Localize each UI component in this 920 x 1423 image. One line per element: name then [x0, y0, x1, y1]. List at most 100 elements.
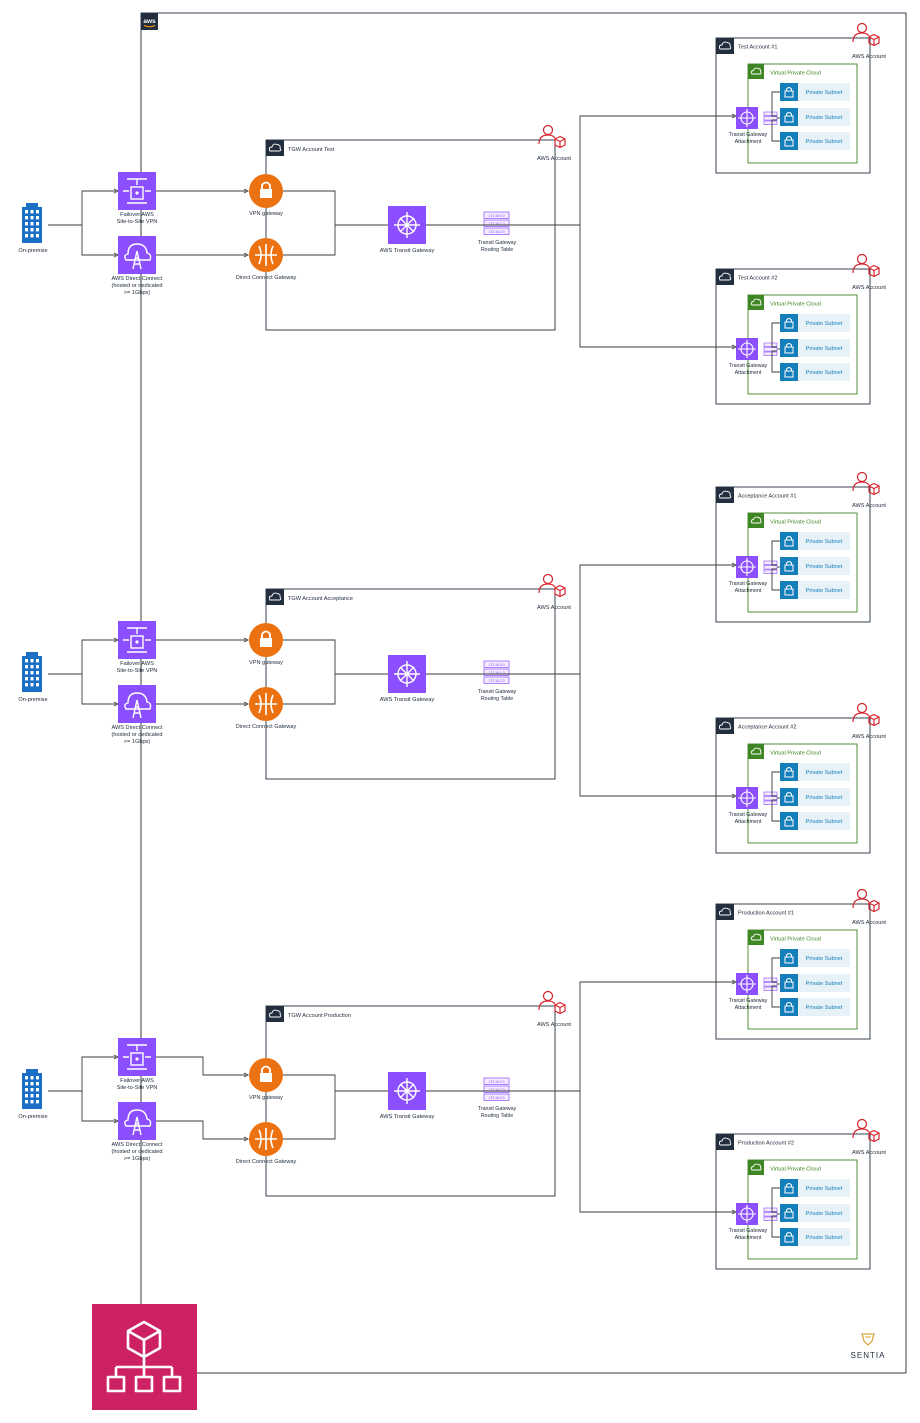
route-entry-label: 172.16.1.0: [488, 1088, 504, 1092]
attachment-route-row: [763, 791, 778, 796]
subnet-label: Private Subnet: [806, 981, 843, 987]
subnet-lock-shackle: [786, 1232, 792, 1236]
building-window: [25, 683, 28, 687]
arrow-head: [243, 701, 250, 707]
subnet-lock-body: [784, 539, 794, 547]
account-cloud-icon: [716, 1134, 734, 1150]
attachment-icon-spokes: [738, 975, 756, 993]
attachment-route-row: [763, 1216, 778, 1221]
aws-account-icon: [852, 702, 880, 727]
vpn-icon-lines: [127, 1044, 147, 1070]
dc-icon-cloud: [124, 243, 152, 261]
lock-body: [260, 1073, 272, 1082]
dc-gateway-arcs: [258, 245, 274, 265]
dc-icon-tower: [132, 1116, 142, 1136]
subnet-lock-tab: [780, 132, 798, 150]
transit-gateway-attachment-icon: [736, 556, 758, 578]
account-cloud-icon: [716, 904, 734, 920]
connector-line: [579, 564, 734, 674]
tgw-icon-spokes: [394, 1078, 420, 1104]
connector-line: [81, 225, 116, 256]
building-window: [25, 1094, 28, 1098]
vpc-cloud-glyph: [750, 1163, 762, 1171]
account-body: [852, 263, 870, 274]
arrow-head: [243, 637, 250, 643]
connector-line: [156, 1056, 246, 1076]
aws-account-icon: [852, 1118, 880, 1143]
direct-connect-icon: [118, 685, 156, 723]
subnet-lock-shackle: [786, 767, 792, 771]
vpn-gateway-icon: [249, 1058, 283, 1092]
vpc-cloud-glyph: [750, 516, 762, 524]
cloud-tab-bg: [266, 589, 284, 605]
account-head: [856, 22, 868, 34]
account-head: [856, 253, 868, 265]
subnet-label: Private Subnet: [806, 795, 843, 801]
connector-line: [283, 190, 388, 226]
vpc-tab-bg: [748, 930, 764, 945]
transit-gateway-attachment-icon: [736, 338, 758, 360]
subnet-label: Private Subnet: [806, 1186, 843, 1192]
arrow-head: [243, 1136, 250, 1142]
vpc-cloud-glyph: [750, 747, 762, 755]
private-subnet: Private Subnet: [780, 1228, 850, 1246]
account-body: [852, 712, 870, 723]
direct-connect-gateway-icon: [249, 238, 283, 272]
account-boundary: [715, 486, 871, 623]
vpc-icon: [748, 295, 764, 310]
subnet-lock-shackle: [786, 561, 792, 565]
building-top: [26, 652, 38, 656]
site-to-site-vpn-icon: [118, 1038, 156, 1076]
subnet-lock-shackle: [786, 343, 792, 347]
building-window: [30, 1076, 34, 1080]
subnet-lock-tab: [780, 314, 798, 332]
account-body: [852, 1128, 870, 1139]
account-boundary: [715, 1133, 871, 1270]
subnet-lock-tab: [780, 949, 798, 967]
account-body: [852, 32, 870, 43]
attachment-route-icon: [763, 560, 778, 574]
cloud-tab-bg: [716, 904, 734, 920]
subnet-label: Private Subnet: [806, 1005, 843, 1011]
attachment-route-icon: [763, 977, 778, 991]
building-window: [30, 234, 34, 238]
account-cube: [868, 33, 880, 47]
attachment-icon-spokes: [738, 1205, 756, 1223]
subnet-label: Private Subnet: [806, 346, 843, 352]
attachment-route-row: [763, 800, 778, 805]
tgw-icon-spokes: [394, 661, 420, 687]
attachment-route-row: [763, 120, 778, 125]
transit-gateway-attachment-icon: [736, 973, 758, 995]
on-premise-label: On-premise: [18, 248, 47, 254]
route-entry-label: 172.16.2.0: [488, 1096, 504, 1100]
attachment-route-row: [763, 111, 778, 116]
building-window: [36, 1094, 39, 1098]
account-title: Production Account #1: [738, 911, 794, 917]
connector-line: [579, 674, 734, 797]
subnet-lock-shackle: [786, 367, 792, 371]
building-window: [36, 216, 39, 220]
cloud-tab-bg: [266, 1006, 284, 1022]
connector-line: [771, 771, 780, 797]
dc-gateway-label: Direct Connect Gateway: [236, 724, 297, 730]
vpc-tab-bg: [748, 1160, 764, 1175]
aws-account-icon: [538, 573, 566, 598]
tgw-account-boundary: [265, 588, 556, 780]
account-boundary: [715, 903, 871, 1040]
private-subnet: Private Subnet: [780, 557, 850, 575]
aws-account-label: AWS Account: [537, 605, 571, 611]
cloud-glyph: [718, 272, 732, 281]
cloud-tab-bg: [716, 38, 734, 54]
account-cloud-icon: [716, 269, 734, 285]
private-subnet: Private Subnet: [780, 314, 850, 332]
route-entry-label: 172.16.1.0: [488, 671, 504, 675]
connector-line: [156, 1120, 246, 1140]
connector-line: [771, 1187, 780, 1213]
private-subnet: Private Subnet: [780, 108, 850, 126]
subnet-label: Private Subnet: [806, 370, 843, 376]
